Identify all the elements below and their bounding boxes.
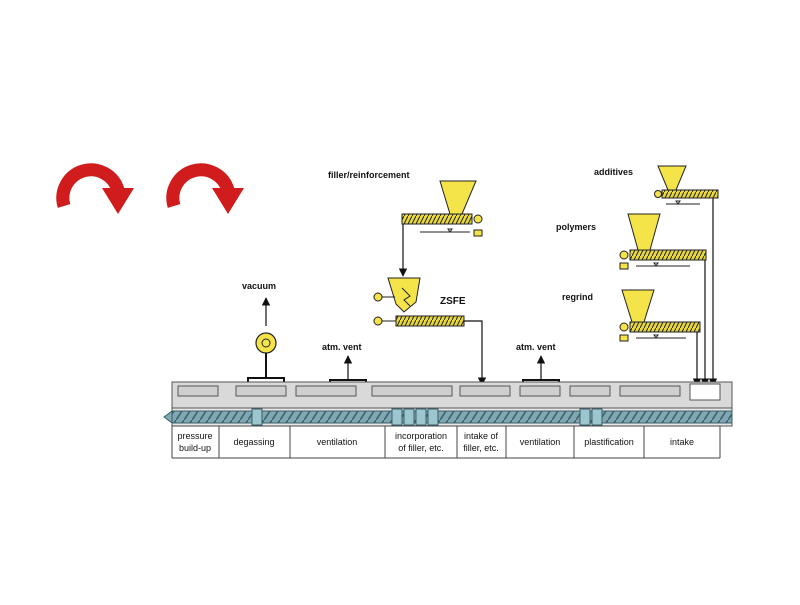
zone-label: degassing	[233, 437, 274, 447]
rotation-arrow-icon	[166, 163, 244, 214]
additives-feeder	[654, 165, 719, 387]
label-atm-vent-right: atm. vent	[516, 342, 556, 352]
vacuum-pump-icon	[247, 297, 285, 384]
zone-label: incorporation	[395, 431, 447, 441]
extruder-barrel	[163, 381, 733, 427]
zsfe-side-feeder	[373, 277, 487, 386]
zone-label: ventilation	[317, 437, 358, 447]
zone-label: intake of	[464, 431, 499, 441]
filler-feeder	[398, 180, 483, 277]
polymers-feeder	[619, 213, 710, 387]
zone-label: intake	[670, 437, 694, 447]
zone-label: plastification	[584, 437, 634, 447]
label-zsfe: ZSFE	[440, 296, 466, 307]
rotation-arrow-icon	[56, 163, 134, 214]
zone-label: filler, etc.	[463, 443, 499, 453]
label-polymers: polymers	[556, 222, 596, 232]
zone-labels: pressure build-up degassing ventilation …	[177, 431, 694, 453]
zone-label: build-up	[179, 443, 211, 453]
label-additives: additives	[594, 167, 633, 177]
zone-label: pressure	[177, 431, 212, 441]
zone-label: ventilation	[520, 437, 561, 447]
label-regrind: regrind	[562, 292, 593, 302]
label-atm-vent-left: atm. vent	[322, 342, 362, 352]
zone-label: of filler, etc.	[398, 443, 444, 453]
zone-table	[171, 425, 721, 459]
label-filler-reinforcement: filler/reinforcement	[328, 170, 410, 180]
regrind-feeder	[619, 289, 702, 387]
label-vacuum: vacuum	[242, 281, 276, 291]
